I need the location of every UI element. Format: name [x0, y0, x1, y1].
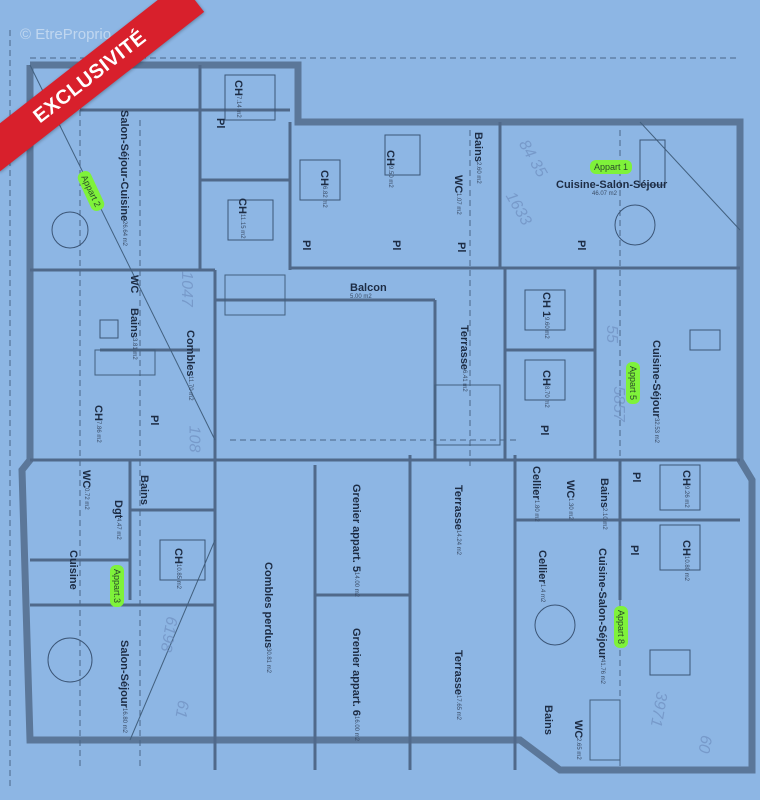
closet-label: Pl	[455, 242, 467, 253]
handwritten-note: 5857	[609, 386, 627, 422]
room-label: Cellier1.80 m2	[530, 466, 542, 522]
room-label: Bains3.81 m2	[128, 308, 140, 360]
room-label: Dgt4.47 m2	[112, 500, 124, 541]
room-label: Terrasse14.24 m2	[452, 485, 464, 556]
apartment-highlight: Appart 8	[614, 606, 628, 649]
furniture	[47, 74, 721, 683]
room-label: Grenier appart. 616.00 m2	[350, 628, 362, 742]
apartment-highlight: Appart 5	[626, 362, 640, 405]
room-label: CH 19.60 m2	[540, 292, 552, 339]
room-label: Cuisine-Salon-Séjour41.76 m2	[596, 548, 608, 685]
closet-label: Pl	[390, 240, 402, 251]
closet-label: Pl	[148, 415, 160, 426]
apartment-highlight: Appart.3	[110, 565, 124, 608]
room-label: Cuisine	[67, 550, 79, 590]
apartment-highlight: Appart 1	[590, 160, 633, 174]
room-label: CH10.85 m2	[172, 548, 184, 589]
handwritten-note: 108	[185, 425, 203, 453]
room-label: Bains2.10 m2	[598, 478, 610, 530]
handwritten-note: 61	[171, 698, 192, 720]
handwritten-note: 60	[694, 733, 715, 755]
room-label: Bains2.60 m2	[472, 132, 484, 184]
room-label: Bains	[542, 705, 554, 735]
room-label: CH10.80 m2	[680, 540, 692, 581]
room-label: CH7.14 m2	[232, 80, 244, 118]
room-label: CH9.26 m2	[680, 470, 692, 508]
room-label: Grenier appart. 514.00 m2	[350, 484, 362, 598]
handwritten-note: 55	[602, 325, 620, 343]
room-label: WC2.65 m2	[572, 720, 584, 761]
room-label: CH6.82 m2	[318, 170, 330, 208]
room-label: Terrasse6.41 m2	[458, 325, 470, 392]
closet-label: Pl	[214, 118, 226, 129]
closet-label: Pl	[630, 472, 642, 483]
room-label: Salon-Séjour16.80 m2	[118, 640, 130, 733]
room-label: Terrasse17.65 m2	[452, 650, 464, 721]
room-label: Cellier1.4 m2	[536, 550, 548, 602]
room-label: CH8.70 m2	[540, 370, 552, 408]
staircase	[94, 274, 621, 761]
room-label: Salon-Séjour-Cuisine26.64 m2	[118, 110, 130, 247]
room-label: Bains	[138, 475, 150, 505]
room-label: Cuisine-Séjour32.53 m2	[650, 340, 662, 443]
room-label: CH9.50 m2	[384, 150, 396, 188]
room-label: CH11.15 m2	[236, 198, 248, 239]
closet-label: Pl	[300, 240, 312, 251]
room-label: WC1.30 m2	[564, 480, 576, 521]
closet-label: Pl	[575, 240, 587, 251]
room-label: WC	[128, 275, 140, 294]
dashed-lines	[9, 30, 740, 790]
room-label: Combles perdus30.81 m2	[262, 562, 274, 674]
closet-label: Pl	[538, 425, 550, 436]
closet-label: Pl	[628, 545, 640, 556]
room-label: CH7.86 m2	[92, 405, 104, 443]
exterior-walls	[18, 61, 756, 774]
room-label: WC0.72 m2	[80, 470, 92, 511]
room-label: Combles11.70 m2	[184, 330, 196, 402]
handwritten-note: 1047	[177, 271, 195, 307]
interior-walls	[30, 65, 740, 770]
room-label: WC1.07 m2	[452, 175, 464, 216]
